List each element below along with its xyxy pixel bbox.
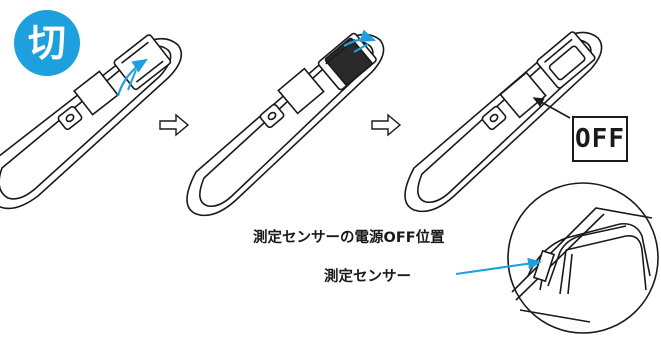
device-step-3	[404, 31, 603, 213]
step-arrow-icon	[371, 113, 402, 137]
device-step-2	[186, 29, 385, 217]
display-text: OFF	[575, 124, 625, 154]
pointer-arrow-icon	[532, 97, 571, 119]
off-badge-label: 切	[27, 21, 66, 65]
sensor-zoom-view	[507, 182, 659, 334]
power-off-position-label: 測定センサーの電源OFF位置	[253, 230, 445, 246]
off-badge: 切	[14, 10, 80, 76]
display-readout: OFF	[572, 116, 628, 162]
sensor-pointer-icon	[455, 257, 542, 275]
lift-arrow-icon	[116, 58, 148, 97]
device-step-1	[0, 34, 183, 210]
step-arrow-icon	[159, 113, 190, 137]
sensor-label: 測定センサー	[324, 269, 411, 285]
slide-arrow-icon	[343, 29, 377, 47]
